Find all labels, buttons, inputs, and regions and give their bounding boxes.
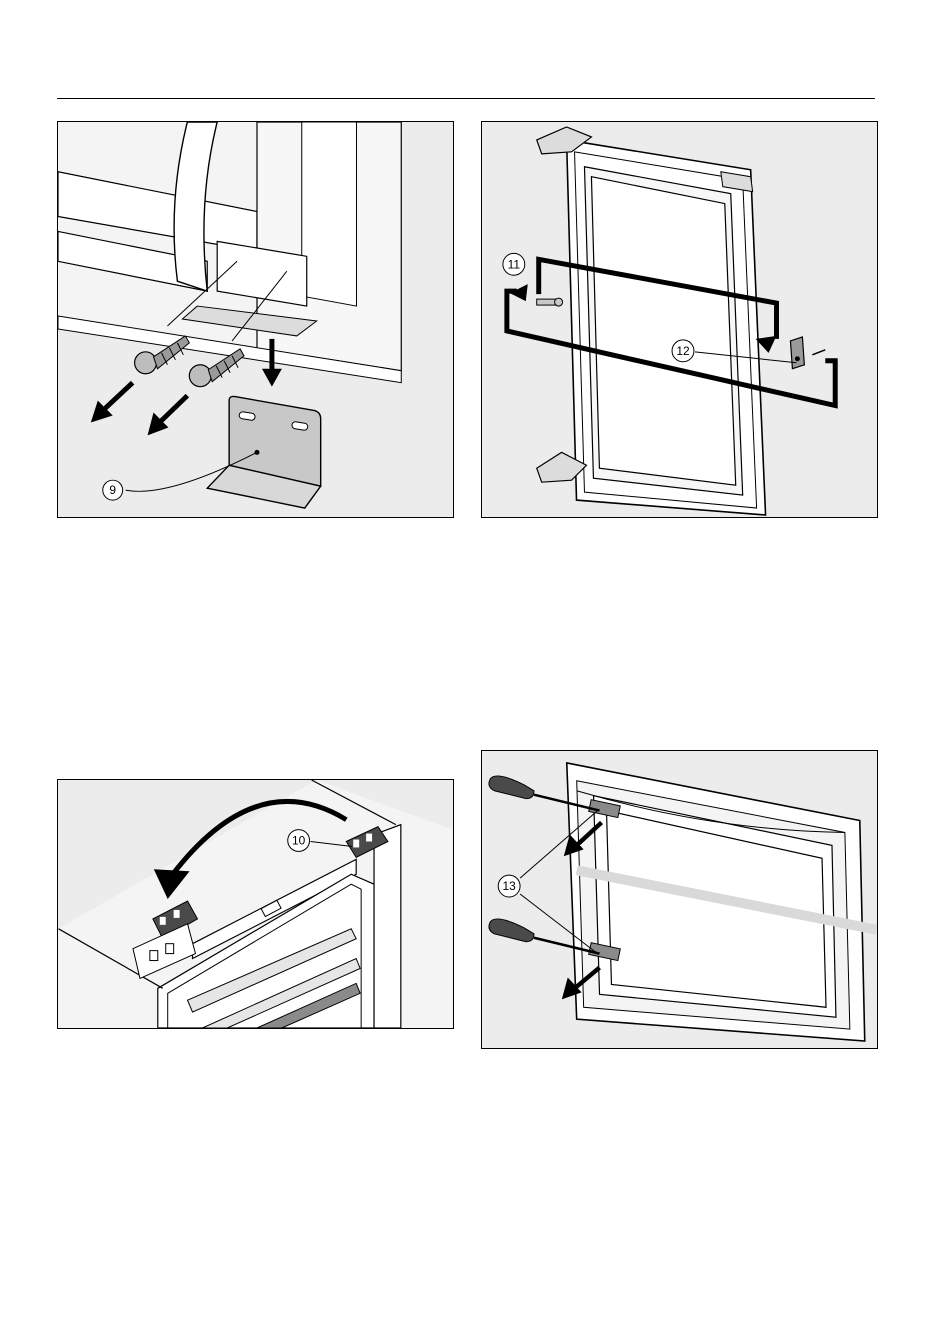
hinge-housing — [302, 122, 357, 306]
side-panel — [374, 825, 401, 1028]
door-panel — [591, 177, 735, 485]
angle-bracket — [207, 396, 320, 508]
callout-label-10: 10 — [292, 834, 306, 848]
screw-right-icon — [189, 349, 244, 387]
illustration-door-fittings: 11 12 — [482, 122, 877, 517]
illustration-remove-bracket: 9 — [58, 122, 453, 517]
illustration-hinge-transfer: 10 — [58, 780, 453, 1028]
fitting-pin-11 — [537, 298, 563, 306]
callout-label-12: 12 — [676, 344, 690, 358]
fitting-bracket-12 — [790, 337, 825, 369]
small-screw-icon — [812, 350, 825, 355]
figure-door-fittings: 11 12 — [481, 121, 878, 518]
callout-label-11: 11 — [508, 257, 521, 271]
arrow-right-icon — [510, 284, 528, 301]
figure-remove-bracket: 9 — [57, 121, 454, 518]
callout-label-13: 13 — [503, 879, 517, 893]
header-rule — [57, 98, 875, 99]
arrow-down-left-icon-2 — [148, 396, 188, 436]
callout-label-9: 9 — [109, 483, 116, 497]
illustration-door-trim-removal: 13 — [482, 751, 877, 1048]
figure-hinge-transfer: 10 — [57, 779, 454, 1029]
figure-door-trim-removal: 13 — [481, 750, 878, 1049]
arrow-down-left-icon — [91, 383, 133, 423]
